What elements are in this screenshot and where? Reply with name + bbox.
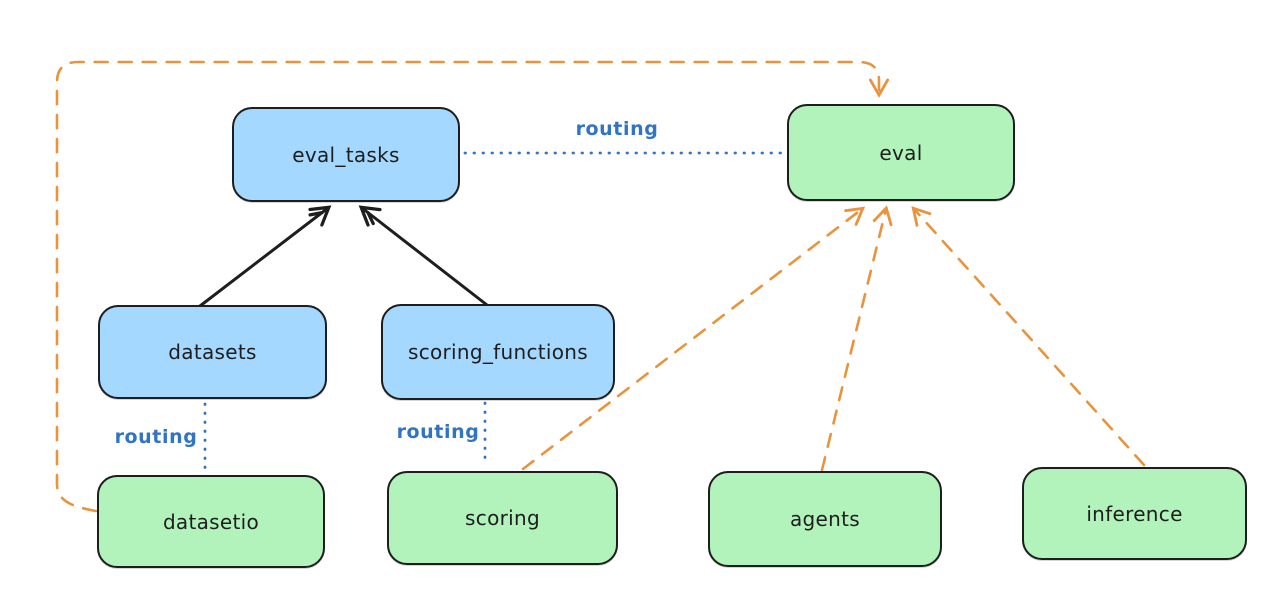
- node-datasetio-label: datasetio: [162, 509, 260, 534]
- edge-inference-to-eval: [911, 206, 1146, 467]
- node-scoring-functions-label: scoring_functions: [407, 340, 589, 364]
- edge-datasets-to-eval-tasks: [198, 205, 332, 308]
- node-scoring: scoring: [387, 471, 618, 565]
- node-eval: eval: [787, 104, 1015, 201]
- node-datasetio: datasetio: [97, 475, 325, 568]
- edge-label-routing-datasets-datasetio: routing: [114, 426, 198, 448]
- node-eval-tasks-label: eval_tasks: [292, 142, 400, 167]
- edge-label-routing-scoring-functions-scoring: routing: [396, 421, 480, 443]
- node-eval-tasks: eval_tasks: [232, 107, 460, 202]
- node-eval-label: eval: [879, 140, 923, 165]
- node-datasets-label: datasets: [168, 340, 257, 364]
- node-agents-label: agents: [790, 507, 860, 531]
- node-scoring-functions: scoring_functions: [381, 304, 615, 400]
- node-scoring-label: scoring: [465, 506, 540, 530]
- edge-scoring-functions-to-eval-tasks: [358, 205, 489, 307]
- edge-label-routing-eval-tasks-eval: routing: [575, 118, 659, 140]
- node-inference: inference: [1022, 467, 1247, 560]
- edge-datasetio-to-eval-loop: [55, 60, 890, 513]
- node-agents: agents: [708, 471, 942, 567]
- edge-scoring-to-eval: [521, 206, 866, 471]
- edge-agents-to-eval: [820, 205, 893, 472]
- node-inference-label: inference: [1086, 501, 1183, 526]
- node-datasets: datasets: [98, 305, 327, 399]
